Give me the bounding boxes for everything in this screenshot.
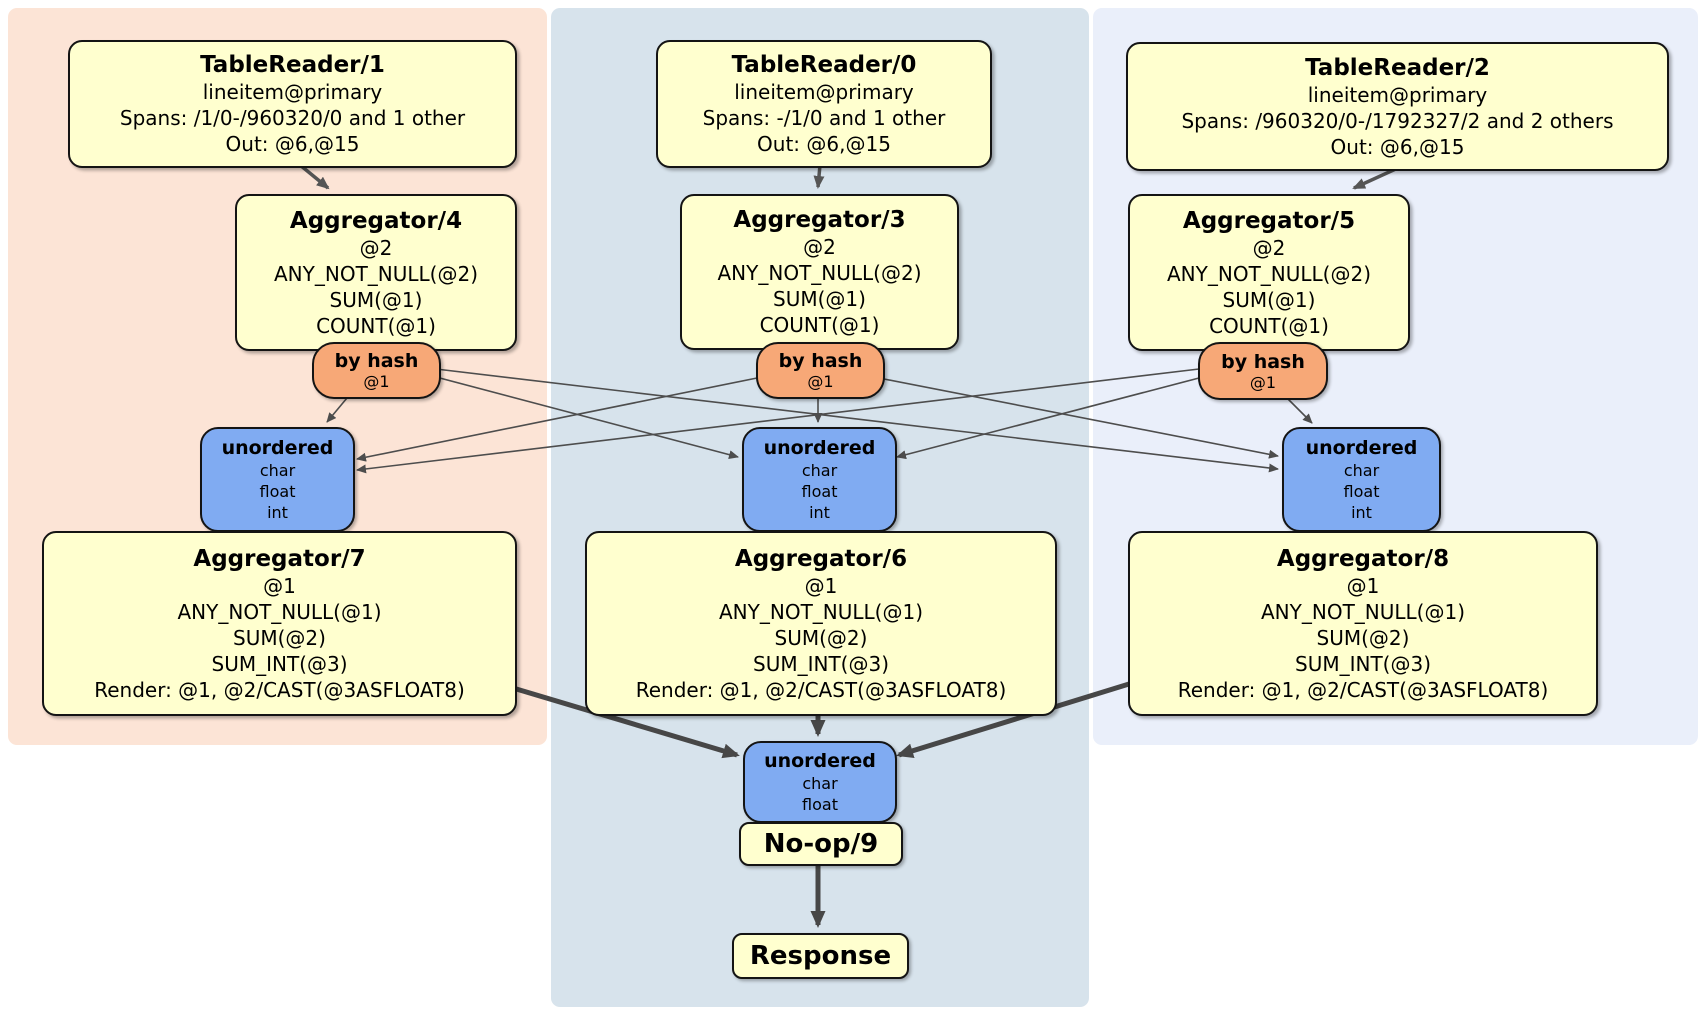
processor-title: Aggregator/8	[1276, 545, 1450, 572]
processor-title: Response	[749, 941, 892, 971]
processor-title: Aggregator/7	[193, 545, 366, 572]
hash-router-node3: by hash @1	[312, 342, 441, 399]
sync-column: char	[801, 460, 838, 480]
sync-title: unordered	[763, 436, 876, 459]
response-node: Response	[732, 933, 909, 979]
tablereader-0-node: TableReader/0 lineitem@primary Spans: -/…	[656, 40, 992, 168]
processor-detail: @2	[1252, 235, 1286, 260]
router-title: by hash	[778, 350, 863, 372]
processor-detail: COUNT(@1)	[316, 313, 436, 338]
edge-hashL-syncR	[435, 368, 1279, 473]
processor-title: Aggregator/3	[733, 207, 906, 233]
processor-detail: Out: @6,@15	[1330, 134, 1465, 159]
processor-detail: ANY_NOT_NULL(@1)	[177, 599, 382, 624]
edge-hashM-syncL	[356, 377, 758, 462]
edge-hashM-syncR	[878, 377, 1279, 459]
processor-title: Aggregator/6	[734, 545, 908, 572]
edge-agg8-finalsync	[896, 681, 1130, 759]
processor-title: TableReader/0	[731, 52, 917, 78]
router-title: by hash	[1221, 350, 1305, 373]
hash-router-node2: by hash @1	[1198, 342, 1328, 400]
processor-detail: ANY_NOT_NULL(@2)	[274, 261, 478, 286]
processor-detail: COUNT(@1)	[1209, 313, 1329, 338]
processor-detail: SUM(@1)	[1222, 287, 1316, 312]
aggregator-6-node: Aggregator/6 @1 ANY_NOT_NULL(@1) SUM(@2)…	[585, 531, 1057, 716]
processor-detail: @1	[263, 573, 296, 598]
processor-detail: Spans: /1/0-/960320/0 and 1 other	[119, 106, 466, 130]
processor-detail: COUNT(@1)	[759, 313, 880, 337]
unordered-sync-node3: unordered char float int	[200, 427, 355, 532]
edge-hashR-syncL	[356, 368, 1200, 474]
processor-detail: ANY_NOT_NULL(@1)	[1261, 599, 1465, 624]
processor-detail: ANY_NOT_NULL(@2)	[1167, 261, 1371, 286]
processor-title: TableReader/1	[200, 52, 385, 78]
unordered-sync-node2: unordered char float int	[1282, 427, 1441, 532]
processor-detail: Out: @6,@15	[225, 132, 360, 156]
processor-detail: SUM(@1)	[329, 287, 423, 312]
aggregator-7-node: Aggregator/7 @1 ANY_NOT_NULL(@1) SUM(@2)…	[42, 531, 517, 716]
edge-tr1-agg4	[298, 163, 330, 190]
processor-detail: Spans: /960320/0-/1792327/2 and 2 others	[1181, 108, 1614, 133]
noop-9-node: No-op/9	[739, 822, 903, 866]
edge-agg7-finalsync	[512, 685, 740, 759]
processor-detail: Render: @1, @2/CAST(@3ASFLOAT8)	[1177, 677, 1549, 702]
sync-column: char	[1343, 460, 1380, 480]
processor-detail: lineitem@primary	[1307, 82, 1488, 107]
processor-detail: @2	[359, 235, 393, 260]
processor-detail: SUM(@2)	[774, 625, 868, 650]
sync-column: int	[809, 502, 830, 522]
tablereader-2-node: TableReader/2 lineitem@primary Spans: /9…	[1126, 42, 1669, 171]
router-columns: @1	[807, 372, 834, 391]
unordered-sync-node1: unordered char float int	[742, 427, 897, 532]
processor-title: Aggregator/4	[289, 207, 463, 234]
sync-column: char	[802, 773, 838, 793]
sync-column: int	[267, 502, 288, 522]
processor-title: TableReader/2	[1305, 54, 1490, 81]
sync-column: float	[1343, 481, 1380, 501]
processor-detail: Render: @1, @2/CAST(@3ASFLOAT8)	[94, 677, 465, 702]
aggregator-3-node: Aggregator/3 @2 ANY_NOT_NULL(@2) SUM(@1)…	[680, 194, 959, 350]
processor-detail: lineitem@primary	[734, 80, 914, 104]
router-title: by hash	[334, 350, 419, 372]
processor-detail: @2	[803, 235, 836, 259]
router-columns: @1	[1249, 372, 1277, 392]
processor-title: Aggregator/5	[1182, 207, 1356, 234]
processor-detail: Render: @1, @2/CAST(@3ASFLOAT8)	[635, 677, 1007, 702]
processor-detail: SUM_INT(@3)	[211, 651, 348, 676]
edge-hashL-syncM	[435, 376, 739, 460]
edge-hashR-syncM	[896, 377, 1200, 460]
processor-detail: @1	[804, 573, 838, 598]
tablereader-1-node: TableReader/1 lineitem@primary Spans: /1…	[68, 40, 517, 168]
sync-column: float	[802, 794, 838, 814]
processor-detail: SUM_INT(@3)	[753, 651, 889, 676]
processor-detail: lineitem@primary	[202, 80, 383, 104]
processor-detail: Out: @6,@15	[757, 132, 891, 156]
processor-detail: SUM(@2)	[233, 625, 326, 650]
sync-column: int	[1351, 502, 1372, 522]
processor-detail: SUM(@2)	[1316, 625, 1410, 650]
sync-title: unordered	[764, 749, 876, 772]
aggregator-8-node: Aggregator/8 @1 ANY_NOT_NULL(@1) SUM(@2)…	[1128, 531, 1598, 716]
processor-detail: ANY_NOT_NULL(@2)	[717, 261, 922, 285]
sync-title: unordered	[221, 436, 334, 459]
processor-detail: SUM(@1)	[773, 287, 866, 311]
processor-title: No-op/9	[763, 829, 879, 859]
edge-tr2-agg5	[1352, 166, 1399, 190]
sync-title: unordered	[1305, 436, 1418, 459]
unordered-sync-final: unordered char float	[743, 741, 897, 823]
processor-detail: SUM_INT(@3)	[1295, 651, 1431, 676]
aggregator-5-node: Aggregator/5 @2 ANY_NOT_NULL(@2) SUM(@1)…	[1128, 194, 1410, 351]
processor-detail: Spans: -/1/0 and 1 other	[702, 106, 946, 130]
processor-detail: ANY_NOT_NULL(@1)	[719, 599, 923, 624]
sync-column: char	[259, 460, 296, 480]
aggregator-4-node: Aggregator/4 @2 ANY_NOT_NULL(@2) SUM(@1)…	[235, 194, 517, 351]
hash-router-node1: by hash @1	[756, 342, 885, 399]
router-columns: @1	[363, 372, 390, 391]
edge-tr0-agg3	[813, 164, 825, 189]
sync-column: float	[801, 481, 838, 501]
sync-column: float	[259, 481, 296, 501]
processor-detail: @1	[1346, 573, 1380, 598]
